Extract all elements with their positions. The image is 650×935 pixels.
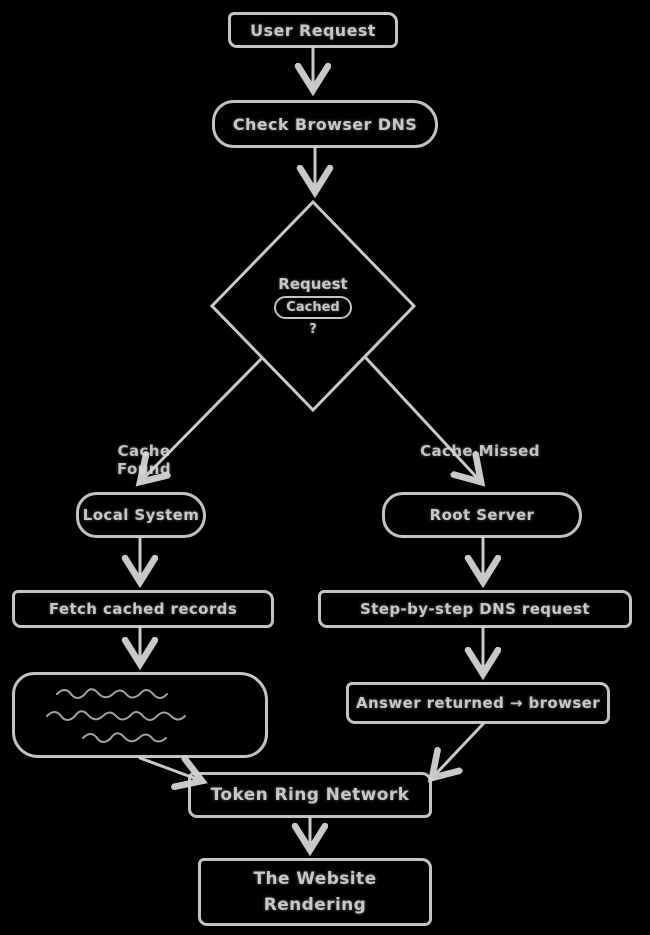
start-node: User Request	[228, 12, 398, 48]
final-line2: Rendering	[263, 895, 367, 915]
decision-diamond-shape	[209, 199, 417, 413]
decision-oval-word: Cached	[274, 296, 352, 319]
decision-node: Request Cached ?	[243, 258, 383, 354]
left-stage2-node: Fetch cached records	[12, 590, 274, 628]
right-stage1-label: Root Server	[429, 506, 535, 524]
merge-network-node: Token Ring Network	[188, 772, 432, 818]
decision-question-mark: ?	[309, 322, 317, 337]
final-line1: The Website	[253, 868, 377, 889]
arrow-right-to-merge	[432, 722, 485, 778]
left-scribble-note-node	[12, 672, 268, 758]
check-dns-node: Check Browser DNS	[212, 100, 438, 148]
left-stage2-label: Fetch cached records	[48, 600, 238, 618]
right-stage3-label: Answer returned → browser	[355, 694, 601, 712]
scribble-line	[56, 688, 168, 699]
scribble-lines-icon	[46, 688, 186, 743]
branch-label-cache-found: Cache Found	[116, 442, 172, 478]
right-stage3-node: Answer returned → browser	[346, 682, 610, 724]
branch-label-cache-missed: Cache Missed	[420, 442, 540, 460]
right-stage2-node: Step-by-step DNS request	[318, 590, 632, 628]
final-node: The Website Rendering	[198, 858, 432, 926]
check-dns-label: Check Browser DNS	[232, 114, 418, 134]
decision-line1: Request	[278, 275, 348, 293]
start-node-label: User Request	[250, 20, 376, 40]
right-stage1-node: Root Server	[382, 492, 582, 538]
arrow-decision-to-left	[140, 356, 264, 482]
right-stage2-label: Step-by-step DNS request	[360, 600, 590, 618]
merge-network-label: Token Ring Network	[210, 785, 410, 805]
arrow-decision-to-right	[364, 356, 481, 482]
scribble-line	[82, 732, 167, 743]
scribble-line	[46, 710, 186, 721]
left-stage1-label: Local System	[82, 506, 200, 524]
left-stage1-node: Local System	[76, 492, 206, 538]
